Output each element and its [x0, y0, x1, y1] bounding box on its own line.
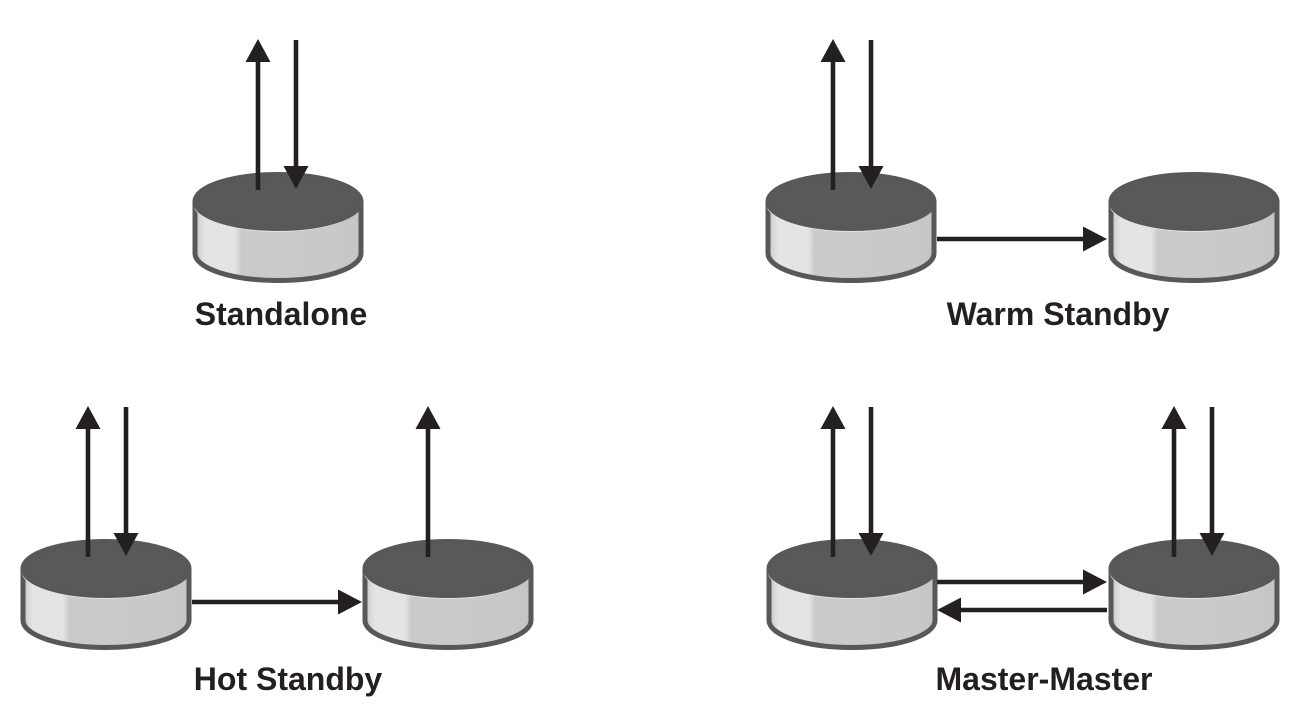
- up-arrow-icon: [1162, 406, 1187, 557]
- panel-label-standalone: Standalone: [194, 296, 368, 332]
- up-arrow-icon: [416, 406, 441, 557]
- database-cylinder-icon: [194, 175, 362, 281]
- database-cylinder-icon: [1110, 542, 1278, 648]
- panel-label-master-master: Master-Master: [935, 661, 1153, 697]
- right-arrow-icon: [937, 570, 1107, 595]
- down-arrow-icon: [859, 40, 884, 189]
- up-arrow-icon: [821, 406, 846, 557]
- panel-label-warm-standby: Warm Standby: [946, 296, 1170, 332]
- down-arrow-icon: [1200, 407, 1225, 556]
- up-arrow-icon: [821, 39, 846, 190]
- down-arrow-icon: [284, 40, 309, 189]
- up-arrow-icon: [76, 406, 101, 557]
- left-arrow-icon: [937, 598, 1107, 623]
- panel-hot-standby: [22, 406, 532, 647]
- panel-label-hot-standby: Hot Standby: [193, 661, 383, 697]
- down-arrow-icon: [859, 407, 884, 556]
- database-cylinder-icon: [768, 542, 936, 648]
- panel-standalone: [194, 39, 362, 280]
- panel-warm-standby: [767, 39, 1278, 280]
- database-cylinder-icon: [364, 542, 532, 648]
- database-cylinder-icon: [1110, 175, 1278, 281]
- panel-master-master: [768, 406, 1278, 647]
- up-arrow-icon: [246, 39, 271, 190]
- database-cylinder-icon: [767, 175, 935, 281]
- right-arrow-icon: [192, 590, 362, 615]
- down-arrow-icon: [114, 407, 139, 556]
- database-cylinder-icon: [22, 542, 190, 648]
- right-arrow-icon: [937, 227, 1107, 252]
